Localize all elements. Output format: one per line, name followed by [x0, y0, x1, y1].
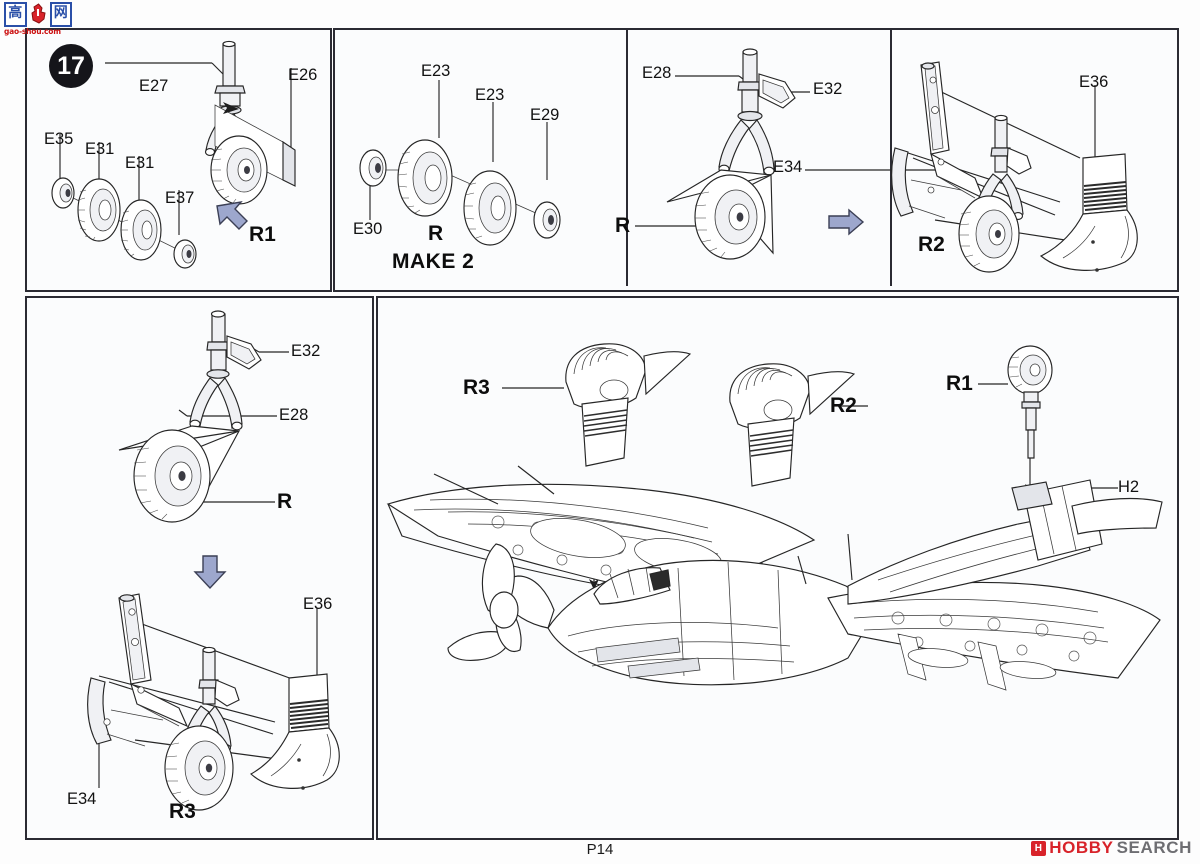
- step-number-badge: 17: [49, 44, 93, 88]
- callout-R1: R1: [946, 372, 973, 395]
- part-label-E32-top: E32: [813, 80, 843, 98]
- arrow-right-icon: [828, 208, 865, 236]
- panel-main-aircraft: R3 R2 R1 H2: [376, 296, 1179, 840]
- callout-H2: H2: [1118, 478, 1140, 496]
- part-label-E27: E27: [139, 77, 169, 95]
- part-label-E23-a: E23: [421, 62, 451, 80]
- panel-top-left: 17 E27 E26 E35 E31 E31 E37 R1: [25, 28, 332, 292]
- part-label-E28-bl: E28: [279, 406, 309, 424]
- part-label-E23-b: E23: [475, 86, 505, 104]
- hobby-search-word1: HOBBY: [1049, 838, 1114, 857]
- arrow-up-left-icon: [216, 200, 248, 230]
- gaoshou-watermark: 高 网 gao-shou.com: [4, 1, 72, 38]
- make-2-label: MAKE 2: [392, 250, 475, 273]
- hand-thumb-icon: [29, 3, 48, 25]
- sublabel-R3-bl: R3: [169, 800, 196, 823]
- part-label-E36-top: E36: [1079, 73, 1109, 91]
- panel-bottom-left: E32 E28 R E36 E34 R3: [25, 296, 374, 840]
- part-label-E37: E37: [165, 189, 195, 207]
- part-label-E31-a: E31: [85, 140, 115, 158]
- panel-top-right: E23 E23 E29 E30 R MAKE 2 E28 E32 R E34 E…: [333, 28, 1179, 292]
- part-label-E29: E29: [530, 106, 560, 124]
- watermark-char-2: 网: [49, 1, 72, 27]
- part-label-E35: E35: [44, 130, 74, 148]
- sublabel-R-bl: R: [277, 490, 293, 513]
- hobby-search-mark: H: [1031, 840, 1047, 856]
- hobby-search-logo: H HOBBY SEARCH: [1031, 838, 1192, 858]
- hobby-search-word2: SEARCH: [1116, 838, 1192, 857]
- sublabel-R2: R2: [918, 233, 945, 256]
- part-label-E26: E26: [288, 66, 318, 84]
- callout-R2: R2: [830, 394, 857, 417]
- page-number: P14: [586, 841, 614, 858]
- callout-R3: R3: [463, 376, 490, 399]
- sublabel-R-strut: R: [615, 214, 631, 237]
- part-label-E30: E30: [353, 220, 383, 238]
- sublabel-R-make: R: [428, 222, 444, 245]
- watermark-char-1: 高: [4, 1, 27, 27]
- part-label-E28-top: E28: [642, 64, 672, 82]
- part-label-E34-bl: E34: [67, 790, 97, 808]
- watermark-url: gao-shou.com: [4, 27, 61, 36]
- sublabel-R1: R1: [249, 223, 276, 246]
- part-label-E36-bl: E36: [303, 595, 333, 613]
- arrow-down-icon: [193, 555, 227, 590]
- part-label-E31-b: E31: [125, 154, 155, 172]
- part-label-E32-bl: E32: [291, 342, 321, 360]
- part-label-E34-top: E34: [773, 158, 803, 176]
